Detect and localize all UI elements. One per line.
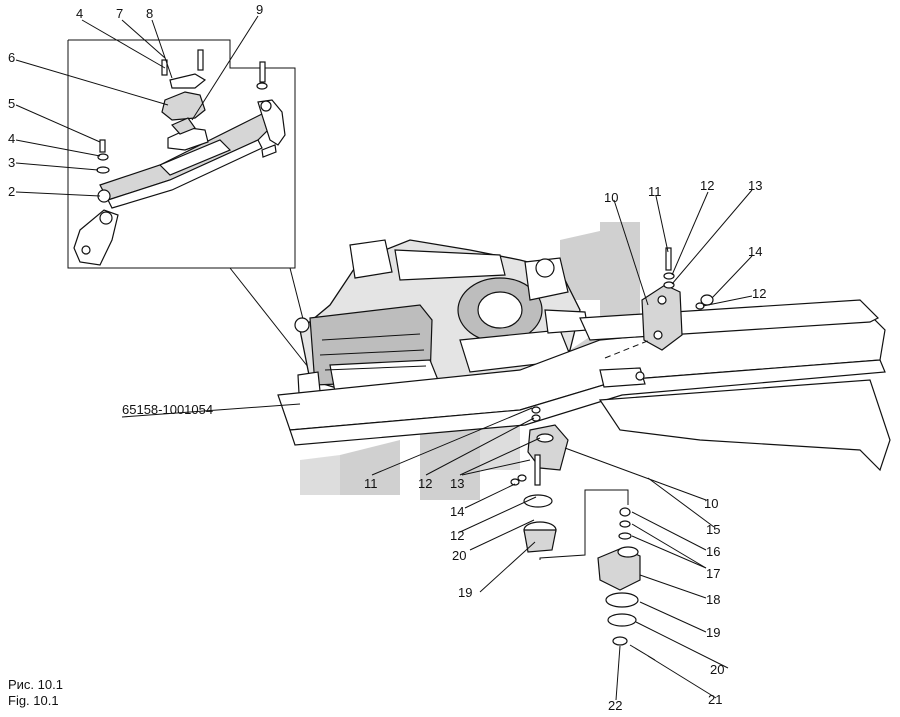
rear-support-parts xyxy=(597,507,656,661)
callout-21: 21 xyxy=(708,692,722,707)
leader-lines xyxy=(15,15,753,701)
callout-8: 8 xyxy=(146,6,153,21)
callout-10-top: 10 xyxy=(604,190,618,205)
callout-17: 17 xyxy=(706,566,720,581)
callout-18: 18 xyxy=(706,592,720,607)
callout-6: 6 xyxy=(8,50,15,65)
callout-14-top: 14 xyxy=(748,244,762,259)
callout-14-bottom: 14 xyxy=(450,504,464,519)
callout-4-top: 4 xyxy=(76,6,83,21)
callout-5: 5 xyxy=(8,96,15,111)
callout-20-left: 20 xyxy=(452,548,466,563)
callout-12-top: 12 xyxy=(700,178,714,193)
callout-19-right: 19 xyxy=(706,625,720,640)
callout-13-bottom: 13 xyxy=(450,476,464,491)
figure-caption-ru: Рис. 10.1 xyxy=(8,677,63,692)
callout-2: 2 xyxy=(8,184,15,199)
rear-mount-bracket-left xyxy=(510,406,629,560)
callout-22: 22 xyxy=(608,698,622,713)
callout-9: 9 xyxy=(256,2,263,17)
callout-10-bottom: 10 xyxy=(704,496,718,511)
callout-labels: 4 7 8 9 6 5 4 3 2 10 11 12 13 14 12 11 1… xyxy=(8,2,766,713)
callout-4-left: 4 xyxy=(8,131,15,146)
callout-12-lower: 12 xyxy=(450,528,464,543)
front-cross-member xyxy=(73,49,286,266)
inset-frame xyxy=(67,39,317,373)
callout-11-top: 11 xyxy=(648,184,662,199)
figure-caption-en: Fig. 10.1 xyxy=(8,693,59,708)
vehicle-frame xyxy=(277,299,891,472)
callout-3: 3 xyxy=(8,155,15,170)
callout-19-left: 19 xyxy=(458,585,472,600)
callout-15: 15 xyxy=(706,522,720,537)
callout-16: 16 xyxy=(706,544,720,559)
part-number-label: 65158-1001054 xyxy=(122,402,213,417)
callout-7: 7 xyxy=(116,6,123,21)
rear-mount-bracket-right xyxy=(604,247,714,359)
callout-13-top: 13 xyxy=(748,178,762,193)
callout-12-bottom: 12 xyxy=(418,476,432,491)
callout-11-bottom: 11 xyxy=(364,476,378,491)
callout-20-right: 20 xyxy=(710,662,724,677)
callout-12-right: 12 xyxy=(752,286,766,301)
